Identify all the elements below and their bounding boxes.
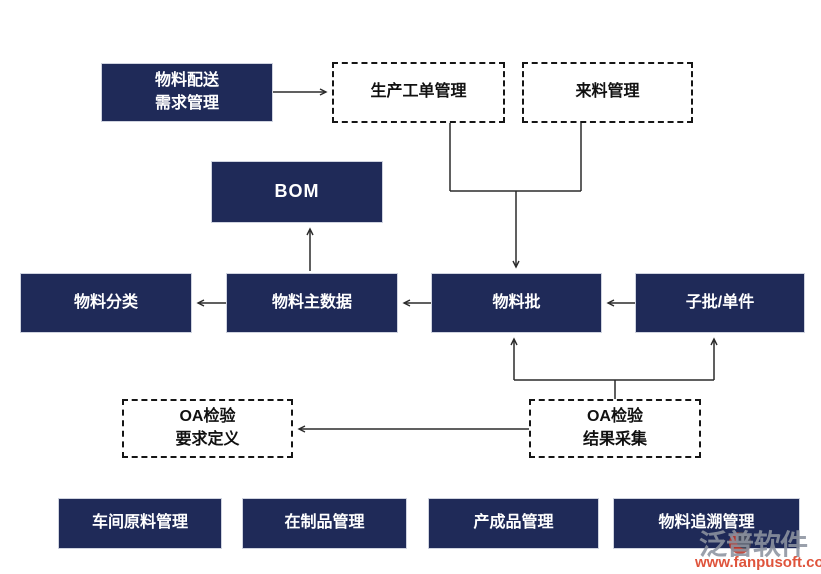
node-sub-batch-unit: 子批/单件 [635, 273, 805, 333]
node-material-master-data: 物料主数据 [226, 273, 398, 333]
node-oa-inspection-results-collection: OA检验 结果采集 [529, 399, 701, 458]
node-wip-management: 在制品管理 [242, 498, 407, 549]
node-incoming-material-management: 来料管理 [522, 62, 693, 123]
node-bom: BOM [211, 161, 383, 223]
node-finished-product-management: 产成品管理 [428, 498, 599, 549]
node-oa-inspection-requirement-definition: OA检验 要求定义 [122, 399, 293, 458]
node-material-batch: 物料批 [431, 273, 602, 333]
node-material-traceability-management: 物料追溯管理 [613, 498, 800, 549]
node-workshop-raw-material-management: 车间原料管理 [58, 498, 222, 549]
node-production-work-order-management: 生产工单管理 [332, 62, 505, 123]
node-material-classification: 物料分类 [20, 273, 192, 333]
node-material-distribution-requirements: 物料配送 需求管理 [101, 63, 273, 122]
